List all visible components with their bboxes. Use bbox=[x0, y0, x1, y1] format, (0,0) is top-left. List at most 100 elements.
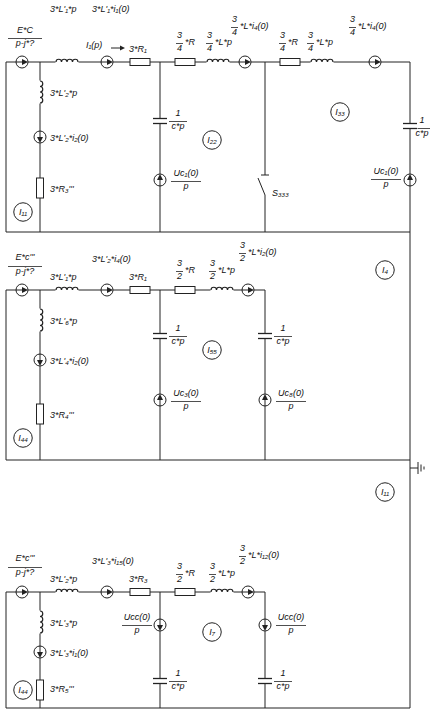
circuit-label: c*p bbox=[276, 336, 289, 347]
circuit-label: p bbox=[383, 179, 388, 190]
inductor-symbol bbox=[39, 611, 43, 634]
circuit-label: 1 bbox=[175, 323, 180, 334]
capacitor-symbol bbox=[152, 334, 168, 339]
circuit-label: 3*L'₂*i₂(0) bbox=[50, 133, 89, 144]
capacitor-symbol bbox=[257, 679, 273, 684]
resistor-symbol bbox=[130, 59, 150, 66]
circuit-label: 3*L'₄*i₂(0) bbox=[50, 356, 89, 367]
circuit-label: p-j*? bbox=[16, 567, 35, 578]
capacitor-symbol bbox=[152, 679, 168, 684]
circuit-label: p bbox=[134, 625, 139, 636]
circuit-label: 3 bbox=[210, 561, 215, 572]
circuit-label: 3*L'₁*p bbox=[50, 4, 77, 15]
circuit-label: 3*R₁ bbox=[129, 272, 147, 283]
circuit-label: p-j*? bbox=[16, 266, 35, 277]
capacitor-symbol bbox=[402, 124, 418, 129]
circuit-label: 3 bbox=[350, 14, 355, 25]
loop-current-name: I₁₁ bbox=[19, 207, 27, 218]
circuit-label: 4 bbox=[280, 43, 285, 54]
circuit-label: *L*p bbox=[218, 265, 235, 276]
circuit-label: c*p bbox=[276, 681, 289, 692]
current-arrow bbox=[111, 48, 121, 49]
resistor-symbol bbox=[175, 59, 195, 66]
resistor-symbol bbox=[130, 287, 150, 294]
circuit-label: 3*L'₂*p bbox=[50, 574, 77, 585]
circuit-label: 3 bbox=[240, 543, 245, 554]
loop-circle bbox=[203, 131, 222, 150]
circuit-label: *L*p bbox=[316, 37, 333, 48]
resistor-symbol bbox=[130, 589, 150, 596]
circuit-label: *R bbox=[185, 568, 195, 579]
loop-current-circle: I₅₅ bbox=[202, 340, 222, 360]
loop-current-name: I₇ bbox=[209, 627, 215, 638]
circuit-label: 3*L'₃*p bbox=[50, 618, 77, 629]
source-symbol bbox=[16, 586, 28, 598]
circuit-label: p bbox=[288, 625, 293, 636]
capacitor-symbol bbox=[257, 334, 273, 339]
circuit-label: 4 bbox=[308, 43, 313, 54]
circuit-label: 3 bbox=[177, 30, 182, 41]
source-symbol bbox=[259, 394, 271, 406]
resistor-symbol bbox=[37, 404, 44, 424]
circuit-label: 2 bbox=[240, 253, 245, 264]
loop-circle bbox=[203, 623, 222, 642]
loop-current-name: I₃₃ bbox=[335, 107, 345, 118]
circuit-label: 1 bbox=[280, 323, 285, 334]
source-symbol bbox=[101, 284, 113, 296]
circuit-label: 3*R₃ bbox=[129, 574, 148, 585]
inductor-symbol bbox=[56, 287, 79, 291]
source-symbol bbox=[34, 354, 46, 366]
capacitor-symbol bbox=[152, 119, 168, 124]
circuit-label: *L*p bbox=[215, 37, 232, 48]
loop-current-circle: I₁₁ bbox=[375, 482, 395, 502]
circuit-label: 3*L'₂*p bbox=[50, 88, 77, 99]
circuit-label: 3 bbox=[177, 561, 182, 572]
circuit-label: *L*i₁₂(0) bbox=[248, 550, 279, 561]
source-symbol bbox=[369, 56, 381, 68]
circuit-label: 4 bbox=[207, 43, 212, 54]
circuit-label: 3*R₁ bbox=[129, 44, 147, 55]
circuit-label: *L*i₄(0) bbox=[240, 21, 269, 32]
current-arrow-head bbox=[120, 46, 125, 51]
source-symbol bbox=[154, 174, 166, 186]
circuit-label: 3*L'₃*i₁(0) bbox=[50, 648, 88, 659]
circuit-label: 3 bbox=[308, 30, 313, 41]
source-symbol bbox=[154, 394, 166, 406]
loop-current-name: I₁₁ bbox=[381, 487, 389, 498]
circuit-label: Ucc(0) bbox=[124, 612, 151, 623]
circuit-label: 3*L'₃*i₁₅(0) bbox=[92, 556, 134, 567]
loop-current-circle: I₄ bbox=[375, 260, 395, 280]
source-symbol bbox=[154, 619, 166, 631]
circuit-label: Uc₃(0) bbox=[173, 388, 199, 399]
loop-current-circle: I₃₃ bbox=[330, 102, 350, 122]
circuit-label: 3 bbox=[280, 30, 285, 41]
loop-current-circle: I₂₂ bbox=[202, 130, 222, 150]
circuit-label: *L*p bbox=[218, 568, 235, 579]
circuit-label: 2 bbox=[177, 271, 182, 282]
circuit-label: 4 bbox=[350, 27, 355, 38]
circuit-label: p bbox=[183, 181, 188, 192]
circuit-label: 2 bbox=[210, 271, 215, 282]
loop-current-circle: I₇ bbox=[202, 622, 222, 642]
circuit-label: c*p bbox=[171, 681, 184, 692]
ground-symbol bbox=[410, 462, 424, 474]
circuit-label: 2 bbox=[177, 574, 182, 585]
circuit-label: c*p bbox=[415, 128, 428, 139]
circuit-label: I₁(p) bbox=[86, 40, 102, 51]
circuit-label: p-j*? bbox=[16, 38, 35, 49]
circuit-label: c*p bbox=[171, 121, 184, 132]
circuit-label: 3*L'₁*i₁(0) bbox=[92, 4, 129, 15]
wire bbox=[6, 592, 410, 708]
circuit-label: 3*R₃''' bbox=[50, 184, 74, 195]
circuit-label: p bbox=[183, 401, 188, 412]
circuit-label: 3*R₅''' bbox=[50, 684, 74, 695]
circuit-label: S₃₃₃ bbox=[272, 188, 289, 199]
loop-circle bbox=[203, 341, 222, 360]
loop-current-circle: I₄₄ bbox=[13, 428, 33, 448]
source-symbol bbox=[404, 174, 416, 186]
loop-current-name: I₄₄ bbox=[18, 433, 28, 444]
inductor-symbol bbox=[311, 59, 334, 63]
circuit-label: 3 bbox=[232, 14, 237, 25]
source-symbol bbox=[101, 586, 113, 598]
circuit-label: Uc₁(0) bbox=[174, 168, 199, 179]
